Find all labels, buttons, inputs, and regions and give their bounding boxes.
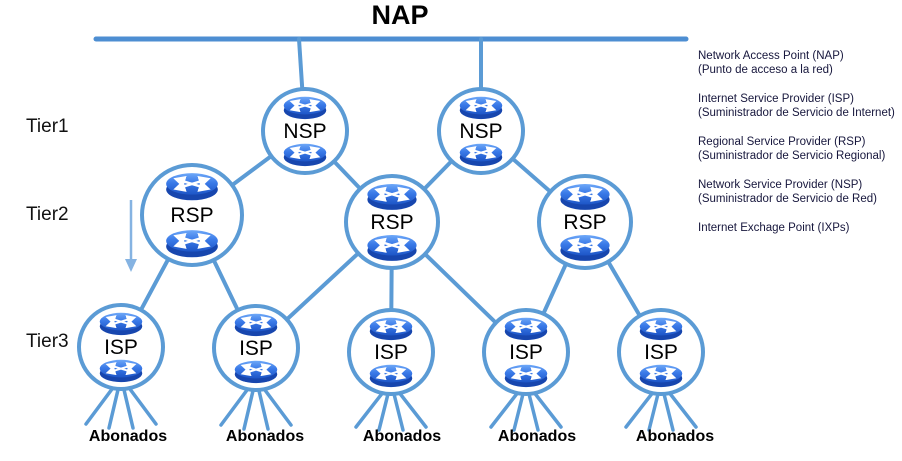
router-icon: [557, 182, 613, 212]
node-isp-3: ISP: [347, 308, 435, 396]
abonados-label-3: Abonados: [362, 428, 442, 445]
router-icon: [635, 363, 687, 389]
node-isp-4: ISP: [482, 308, 570, 396]
router-icon: [365, 363, 417, 389]
router-icon: [364, 182, 420, 212]
legend-item-rsp: Regional Service Provider (RSP) (Suminis…: [698, 136, 900, 163]
node-label: RSP: [370, 210, 414, 234]
router-icon: [95, 358, 147, 384]
router-icon: [279, 95, 331, 121]
router-icon: [164, 171, 220, 202]
abonados-label-1: Abonados: [88, 428, 168, 445]
node-rsp-3: RSP: [537, 174, 633, 270]
router-icon: [557, 233, 613, 263]
legend-term: Network Service Provider (NSP): [698, 179, 863, 191]
legend-term: Regional Service Provider (RSP): [698, 136, 866, 148]
tier-label-1: Tier1: [26, 116, 69, 137]
router-icon: [230, 359, 282, 385]
legend-translation: (Punto de acceso a la red): [698, 63, 833, 76]
router-icon: [365, 316, 417, 342]
router-icon: [279, 142, 331, 168]
down-arrow-icon: [125, 200, 137, 272]
node-label: ISP: [644, 340, 678, 364]
router-icon: [95, 311, 147, 337]
router-icon: [500, 363, 552, 389]
node-label: ISP: [374, 340, 408, 364]
node-nsp-1: NSP: [261, 87, 349, 175]
node-nsp-2: NSP: [437, 87, 525, 175]
legend-translation: (Suministrador de Servicio de Red): [698, 192, 877, 205]
legend-translation: (Suministrador de Servicio de Internet): [698, 106, 895, 119]
node-label: RSP: [170, 203, 214, 227]
node-rsp-1: RSP: [140, 163, 244, 267]
abonados-label-2: Abonados: [225, 428, 305, 445]
router-icon: [364, 233, 420, 263]
node-label: ISP: [509, 340, 543, 364]
node-label: NSP: [283, 119, 327, 143]
router-icon: [635, 316, 687, 342]
abonados-label-5: Abonados: [635, 428, 715, 445]
node-isp-1: ISP: [77, 303, 165, 391]
node-label: NSP: [459, 119, 503, 143]
router-icon: [500, 316, 552, 342]
legend-translation: (Suministrador de Servicio Regional): [698, 149, 886, 162]
router-icon: [230, 312, 282, 338]
node-isp-5: ISP: [617, 308, 705, 396]
router-icon: [164, 228, 220, 259]
node-label: RSP: [563, 210, 607, 234]
legend-item-nap: Network Access Point (NAP) (Punto de acc…: [698, 50, 900, 77]
legend-item-ixp: Internet Exchage Point (IXPs): [698, 222, 900, 236]
legend-item-isp: Internet Service Provider (ISP) (Suminis…: [698, 93, 900, 120]
tier-label-3: Tier3: [26, 331, 69, 352]
tier-label-2: Tier2: [26, 204, 69, 225]
router-icon: [455, 95, 507, 121]
node-label: ISP: [239, 336, 273, 360]
legend-term: Internet Service Provider (ISP): [698, 93, 854, 105]
node-label: ISP: [104, 335, 138, 359]
legend-term: Network Access Point (NAP): [698, 50, 844, 62]
legend-term: Internet Exchage Point (IXPs): [698, 222, 850, 234]
legend-item-nsp: Network Service Provider (NSP) (Suminist…: [698, 179, 900, 206]
node-isp-2: ISP: [212, 304, 300, 392]
legend: Network Access Point (NAP) (Punto de acc…: [698, 50, 900, 252]
nap-title: NAP: [371, 0, 429, 30]
abonados-label-4: Abonados: [497, 428, 577, 445]
router-icon: [455, 142, 507, 168]
node-rsp-2: RSP: [344, 174, 440, 270]
